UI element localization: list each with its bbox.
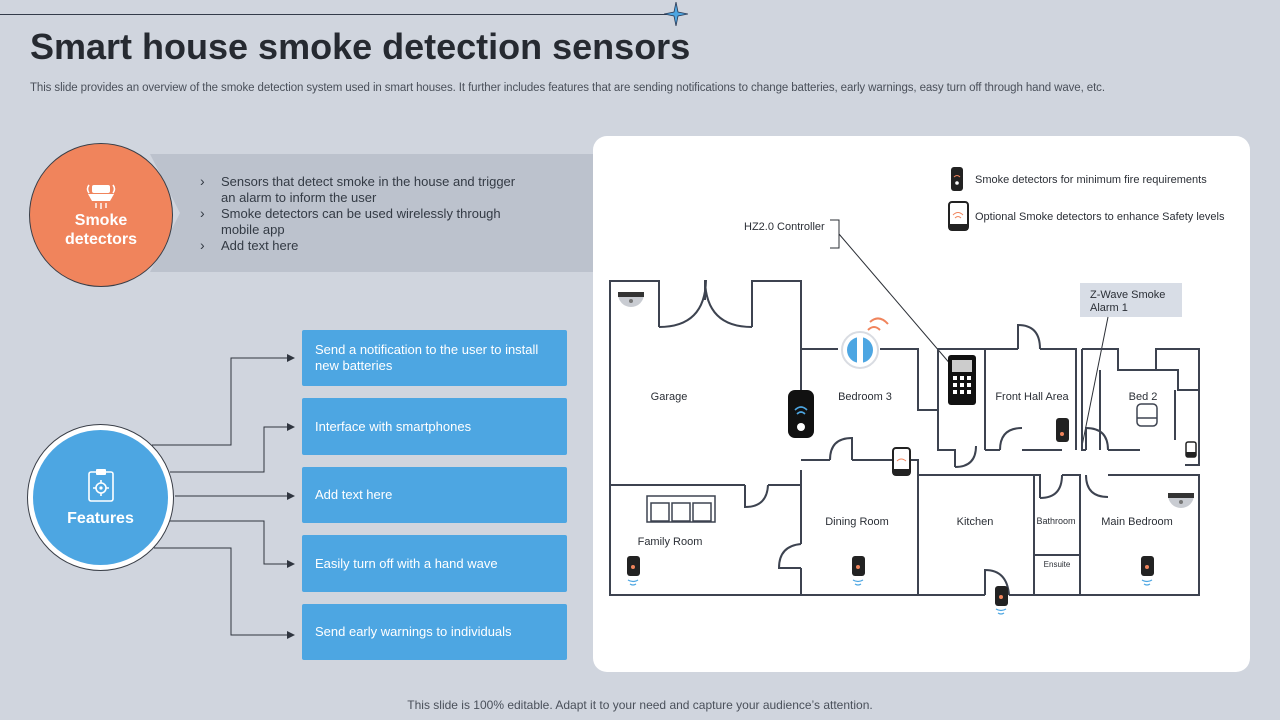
page-title: Smart house smoke detection sensors: [30, 26, 691, 67]
room-garage: Garage: [651, 391, 688, 403]
wall-detector-bedroom3-icon: [788, 390, 814, 438]
zwave-label-line1: Z-Wave Smoke: [1090, 289, 1165, 301]
floorplan-walls: [609, 279, 1200, 596]
floorplan-diagram: Smoke detectors for minimum fire require…: [609, 167, 1225, 615]
room-dining: Dining Room: [825, 516, 889, 528]
smoke-bullet-2: Smoke detectors can be used wirelessly t…: [200, 205, 530, 238]
room-main-bedroom: Main Bedroom: [1101, 516, 1173, 528]
top-rule: [0, 14, 676, 15]
detector-family-room-icon: [627, 556, 640, 586]
bed-icon: [1136, 403, 1158, 427]
room-bathroom: Bathroom: [1036, 516, 1075, 526]
feature-smartphone-interface: Interface with smartphones: [302, 398, 567, 455]
detector-kitchen-icon: [995, 586, 1008, 615]
room-kitchen: Kitchen: [957, 516, 994, 528]
smoke-heading-line1: Smoke: [74, 212, 128, 229]
sofa-icon: [646, 495, 716, 523]
legend-standard-detector-icon: [951, 167, 963, 191]
features-circle: Features: [33, 430, 168, 565]
detector-main-bedroom-icon: [1141, 556, 1154, 586]
clipboard-gear-icon: [87, 468, 114, 502]
controller-label: HZ2.0 Controller: [744, 221, 825, 233]
feature-early-warnings: Send early warnings to individuals: [302, 604, 567, 660]
wireless-detector-bedroom3-icon: [841, 317, 889, 369]
smoke-heading-line2: detectors: [64, 231, 138, 248]
legend-optional-detector-icon: [948, 201, 969, 231]
room-front-hall: Front Hall Area: [995, 391, 1069, 403]
ceiling-detector-garage-icon: [618, 292, 644, 307]
page-footer: This slide is 100% editable. Adapt it to…: [407, 698, 873, 712]
optional-detector-bed2-icon: [1185, 441, 1197, 458]
ceiling-detector-main-bedroom-icon: [1168, 493, 1194, 508]
star-icon: [664, 2, 688, 26]
detector-dining-room-icon: [852, 556, 865, 586]
smoke-bullets: Sensors that detect smoke in the house a…: [200, 173, 530, 254]
hz-controller-icon: [948, 355, 976, 405]
smoke-bullet-3: Add text here: [200, 237, 530, 254]
feature-battery-notification: Send a notification to the user to insta…: [302, 330, 567, 386]
page-subtitle: This slide provides an overview of the s…: [30, 82, 1105, 94]
smoke-detector-icon: [86, 184, 116, 209]
feature-hand-wave: Easily turn off with a hand wave: [302, 535, 567, 592]
legend-optional-label: Optional Smoke detectors to enhance Safe…: [975, 211, 1225, 223]
legend-standard-label: Smoke detectors for minimum fire require…: [975, 174, 1207, 186]
features-connectors: [152, 354, 295, 639]
zwave-label-line2: Alarm 1: [1090, 302, 1128, 314]
zwave-label-box: [1080, 283, 1182, 317]
room-family: Family Room: [638, 536, 703, 548]
features-heading: Features: [67, 509, 134, 527]
room-bedroom3: Bedroom 3: [838, 391, 892, 403]
room-bed2: Bed 2: [1129, 391, 1158, 403]
feature-add-text: Add text here: [302, 467, 567, 523]
smoke-detectors-circle: Smoke detectors: [29, 143, 173, 287]
optional-detector-bedroom3-icon: [892, 447, 911, 476]
room-ensuite: Ensuite: [1044, 560, 1071, 569]
detector-front-hall-icon: [1056, 418, 1069, 442]
smoke-bullet-1: Sensors that detect smoke in the house a…: [200, 173, 530, 206]
